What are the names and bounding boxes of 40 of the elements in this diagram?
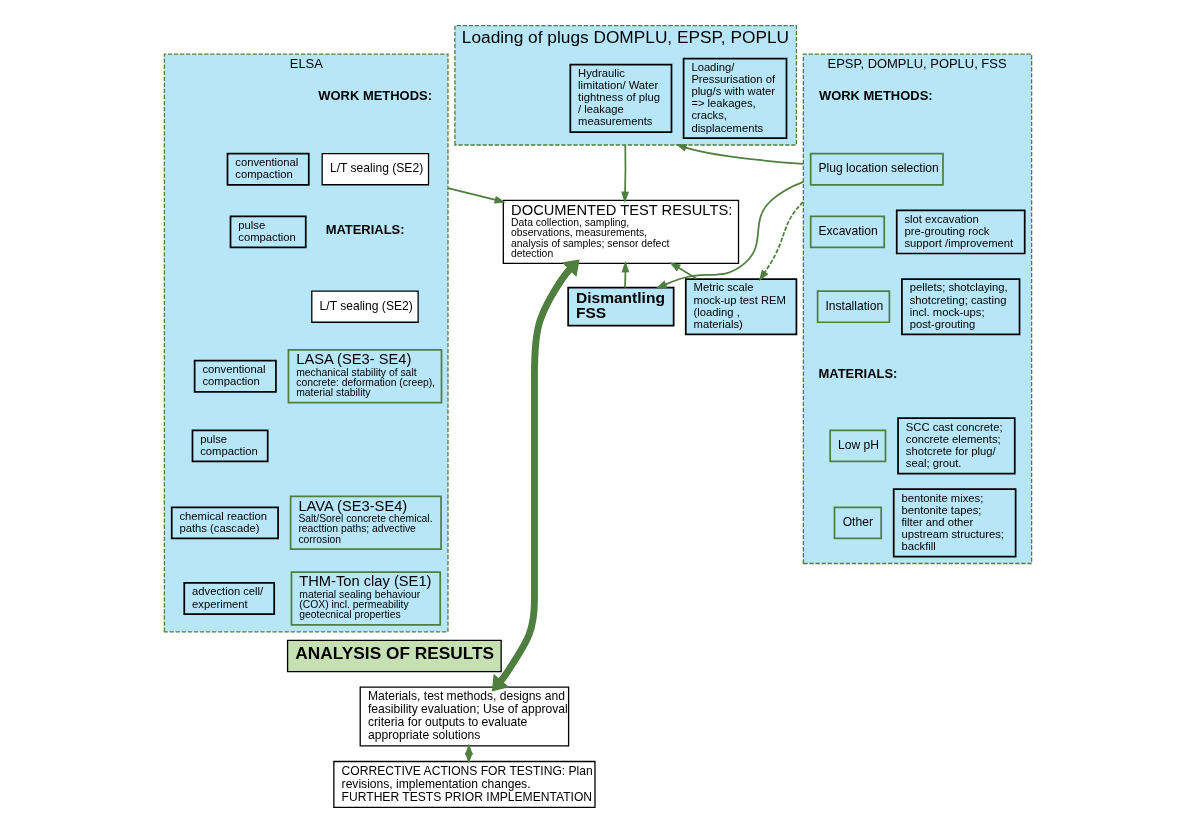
node-box: Metric scale mock-up test REM (loading , materials) [684, 278, 798, 336]
node-box: Plug location selection [809, 152, 944, 186]
node-box: Other [833, 506, 883, 540]
label: WORK METHODS: [818, 88, 933, 104]
node-box: conventional compaction [226, 152, 310, 186]
node-box: pellets; shotclaying, shotcreting; casting incl. mock-ups; post-grouting [901, 278, 1021, 336]
node-box: ANALYSIS OF RESULTS [286, 639, 502, 673]
node-box: Materials, test methods, designs and feasibility evaluation; Use of approval criteria for outputs to evaluate appropriate solutions [359, 686, 570, 747]
node-box: Low pH [829, 429, 887, 463]
node-box: slot excavation pre-grouting rock support /improvement [895, 209, 1026, 255]
node-box: L/T sealing (SE2) [311, 290, 419, 323]
arrow [491, 259, 580, 692]
label: MATERIALS: [818, 366, 898, 382]
label: MATERIALS: [325, 222, 405, 238]
arrow [758, 201, 805, 282]
node-box: CORRECTIVE ACTIONS FOR TESTING: Plan revisions, implementation changes. FURTHER TESTS PRIOR IMPLEMENTATION [333, 760, 596, 808]
node-box: SCC cast concrete; concrete elements; shotcrete for plug/ seal; grout. [897, 417, 1016, 475]
arrow [675, 144, 805, 165]
node-box: pulse compaction [229, 215, 307, 249]
arrow [655, 181, 805, 289]
node-box: chemical reaction paths (cascade) [170, 506, 279, 540]
node-box: LAVA (SE3-SE4) Salt/Sorel concrete chemical. reacttion paths; advective corrosion [289, 495, 442, 551]
node-box: bentonite mixes; bentonite tapes; filter and other upstream structures; backfill [892, 488, 1017, 558]
node-box: Installation [816, 290, 891, 324]
arrow [621, 144, 630, 203]
node-box: Hydraulic limitation/ Water tightness of plug / leakage measurements [569, 63, 673, 133]
node-box: Excavation [809, 215, 886, 249]
node-box: conventional compaction [193, 359, 277, 393]
arrow [447, 187, 506, 204]
node-box: Dismantling FSS [567, 286, 675, 327]
arrow [669, 262, 698, 280]
node-box: Loading/ Pressurisation of plug/s with water => leakages, cracks, displacements [682, 57, 788, 139]
label: WORK METHODS: [318, 88, 432, 104]
node-box: LASA (SE3- SE4) mechanical stability of salt concrete: deformation (creep), material stability [287, 349, 443, 404]
node-box: advection cell/ experiment [183, 582, 276, 615]
node-box: THM-Ton clay (SE1) material sealing behaviour (COX) incl. permeability geotecnical properties [290, 571, 442, 626]
node-box: DOCUMENTED TEST RESULTS: Data collection, sampling, observations, measurements, analysis of samples; sensor defect detection [502, 199, 740, 265]
node-box: L/T sealing (SE2) [321, 153, 430, 186]
arrow [621, 261, 630, 289]
node-box: pulse compaction [191, 429, 269, 463]
